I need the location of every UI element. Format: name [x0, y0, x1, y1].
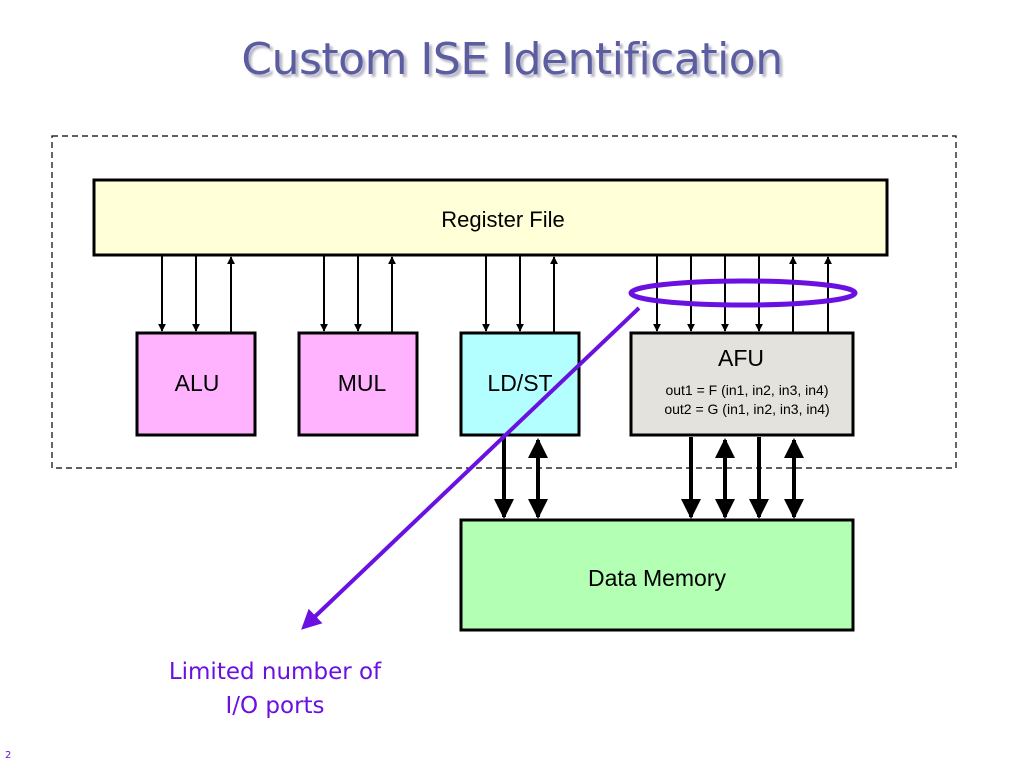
- afu-box: [629, 331, 855, 437]
- mul-ports: [320, 256, 396, 332]
- afu-equation-1: out1 = F (in1, in2, in3, in4): [665, 382, 828, 398]
- register-file-label: Register File: [441, 207, 564, 232]
- ldst-memory-ports: [494, 437, 548, 519]
- afu-ports: [653, 256, 832, 332]
- processor-boundary: [51, 135, 957, 469]
- callout-arrow: [301, 306, 641, 630]
- mul-box: [297, 331, 419, 437]
- io-ports-callout: Limited number of I/O ports: [140, 655, 410, 723]
- ldst-label: LD/ST: [487, 370, 552, 396]
- callout-line-2: I/O ports: [225, 693, 325, 719]
- data-memory-box: [459, 518, 855, 632]
- alu-box: [135, 331, 257, 437]
- page-number: 2: [5, 750, 12, 761]
- register-file-box: [92, 178, 889, 257]
- slide-title: Custom ISE Identification: [241, 34, 783, 85]
- callout-line-1: Limited number of: [168, 659, 382, 685]
- afu-equation-2: out2 = G (in1, in2, in3, in4): [664, 401, 829, 417]
- alu-label: ALU: [175, 370, 220, 396]
- alu-ports: [158, 256, 235, 332]
- mul-label: MUL: [338, 370, 387, 396]
- afu-memory-ports: [681, 437, 804, 519]
- afu-label: AFU: [718, 345, 764, 371]
- ldst-ports: [482, 256, 558, 332]
- data-memory-label: Data Memory: [588, 565, 727, 591]
- io-ports-highlight-ellipse: [628, 278, 858, 308]
